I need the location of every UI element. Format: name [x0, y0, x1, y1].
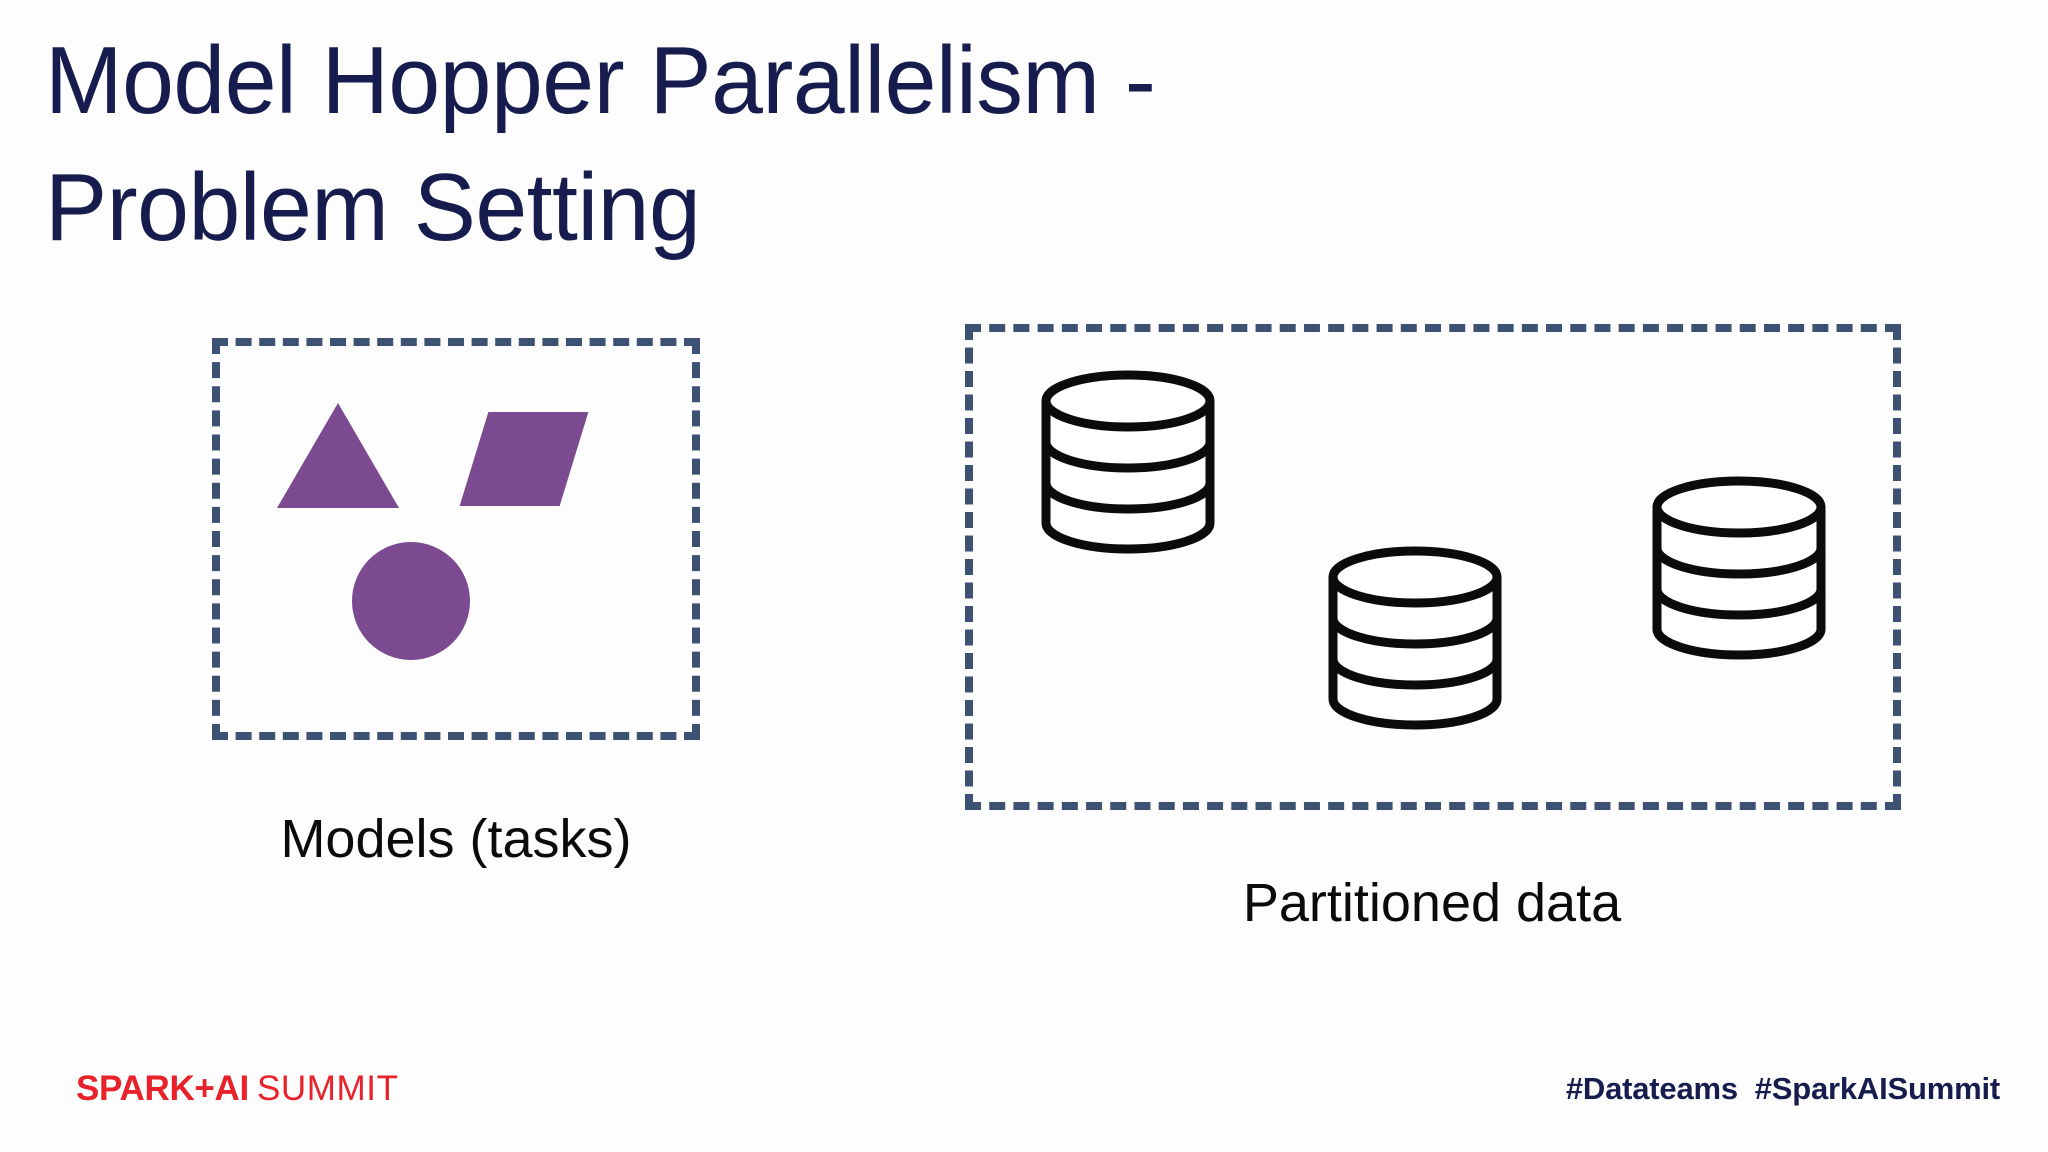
database-icon — [1651, 476, 1827, 660]
logo-light-text: SUMMIT — [256, 1069, 399, 1108]
partitioned-data-caption: Partitioned data — [1242, 873, 1622, 933]
logo-bold-text: SPARK+AI — [76, 1069, 249, 1108]
models-caption: Models (tasks) — [280, 809, 632, 869]
database-icon — [1040, 370, 1216, 554]
page-title: Model Hopper Parallelism - Problem Setti… — [45, 27, 1156, 261]
models-group-box — [212, 338, 700, 740]
circle-icon — [352, 542, 470, 660]
partitioned-data-group-box — [965, 324, 1901, 810]
triangle-icon — [277, 403, 399, 508]
database-icon — [1327, 546, 1503, 730]
footer-hashtags: #Datateams #SparkAISummit — [1565, 1071, 2000, 1106]
